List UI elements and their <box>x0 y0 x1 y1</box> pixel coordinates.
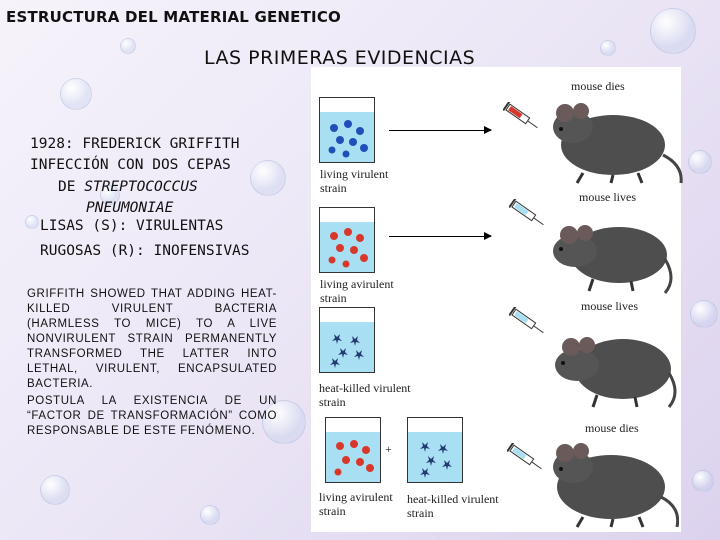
beaker-avirulent <box>319 207 375 273</box>
heading-line-rough: RUGOSAS (R): INOFENSIVAS <box>40 243 250 259</box>
heading-line-infection: INFECCIÓN CON DOS CEPAS <box>30 157 231 173</box>
slide-title: ESTRUCTURA DEL MATERIAL GENETICO <box>6 8 341 26</box>
outcome-row4: mouse dies <box>585 421 639 435</box>
label-line2: strain <box>320 181 347 195</box>
bubble-decoration <box>60 78 92 110</box>
paragraph-griffith: Griffith showed that adding heat-killed … <box>27 288 277 390</box>
plus-sign: + <box>385 442 392 456</box>
bubble-decoration <box>200 505 220 525</box>
bubble-decoration <box>40 475 70 505</box>
beaker-heat-killed <box>319 307 375 373</box>
bubble-decoration <box>688 150 712 174</box>
label-line2: strain <box>319 504 346 518</box>
syringe-icon <box>507 443 542 470</box>
bacteria-avirulent <box>334 440 374 476</box>
label-living-avirulent: living avirulent strain <box>320 277 394 305</box>
outcome-row1: mouse dies <box>571 79 625 93</box>
syringe-icon <box>503 102 538 129</box>
beaker-fluid <box>320 322 374 372</box>
label-line1: living avirulent <box>320 277 394 291</box>
outcome-row3: mouse lives <box>581 299 638 313</box>
outcome-row2: mouse lives <box>579 190 636 204</box>
bubble-decoration <box>692 470 714 492</box>
label-line1: heat-killed virulent <box>319 381 411 395</box>
bubble-decoration <box>600 40 616 56</box>
arrow-row1 <box>389 126 492 134</box>
mouse-dead-icon <box>553 443 679 528</box>
label-line1: heat-killed virulent <box>407 492 499 506</box>
label-line2: strain <box>407 506 434 520</box>
bacteria-avirulent <box>328 228 368 268</box>
heading-line-year: 1928: FREDERICK GRIFFITH <box>30 136 240 152</box>
heading-species: PNEUMONIAE <box>86 200 174 216</box>
heading-genus: STREPTOCOCCUS <box>84 179 198 195</box>
bubble-decoration <box>250 160 286 196</box>
bubble-decoration <box>100 185 120 205</box>
bubble-decoration <box>262 400 306 444</box>
heading-line-species: DE STREPTOCOCCUS <box>58 179 198 195</box>
bacteria-heat-killed <box>420 442 452 478</box>
label-heat-killed: heat-killed virulent strain <box>319 381 411 409</box>
syringe-icon <box>509 199 544 226</box>
beaker-avirulent-mix <box>325 417 381 483</box>
label-line1: living avirulent <box>319 490 393 504</box>
label-line2: strain <box>320 291 347 305</box>
paragraph-postulate: Postula la existencia de un “factor de t… <box>27 395 277 437</box>
beaker-virulent <box>319 97 375 163</box>
arrow-row2 <box>389 232 492 240</box>
bacteria-virulent <box>328 120 368 158</box>
label-living-avirulent-mix: living avirulent strain <box>319 490 393 518</box>
mouse-dead-icon <box>553 103 683 184</box>
bubble-decoration <box>120 38 136 54</box>
beaker-fluid <box>408 432 462 482</box>
bacteria-heat-killed <box>330 334 364 368</box>
syringe-icon <box>509 307 544 334</box>
heading-line-smooth: LISAS (S): VIRULENTAS <box>40 218 224 234</box>
heading-de: DE <box>58 179 85 195</box>
label-living-virulent: living virulent strain <box>320 167 388 195</box>
griffith-experiment-figure: living virulent strain mouse dies living… <box>311 67 683 532</box>
mouse-alive-icon <box>555 337 677 408</box>
bubble-decoration <box>690 300 718 328</box>
label-line1: living virulent <box>320 167 389 181</box>
beaker-heat-killed-mix <box>407 417 463 483</box>
label-line2: strain <box>319 395 346 409</box>
bubble-decoration <box>25 215 39 229</box>
heading-line-species-name: PNEUMONIAE <box>86 200 173 216</box>
slide-subtitle: LAS PRIMERAS EVIDENCIAS <box>204 47 476 69</box>
mouse-alive-icon <box>553 225 673 294</box>
label-heat-killed-mix: heat-killed virulent strain <box>407 492 499 520</box>
bubble-decoration <box>650 8 696 54</box>
